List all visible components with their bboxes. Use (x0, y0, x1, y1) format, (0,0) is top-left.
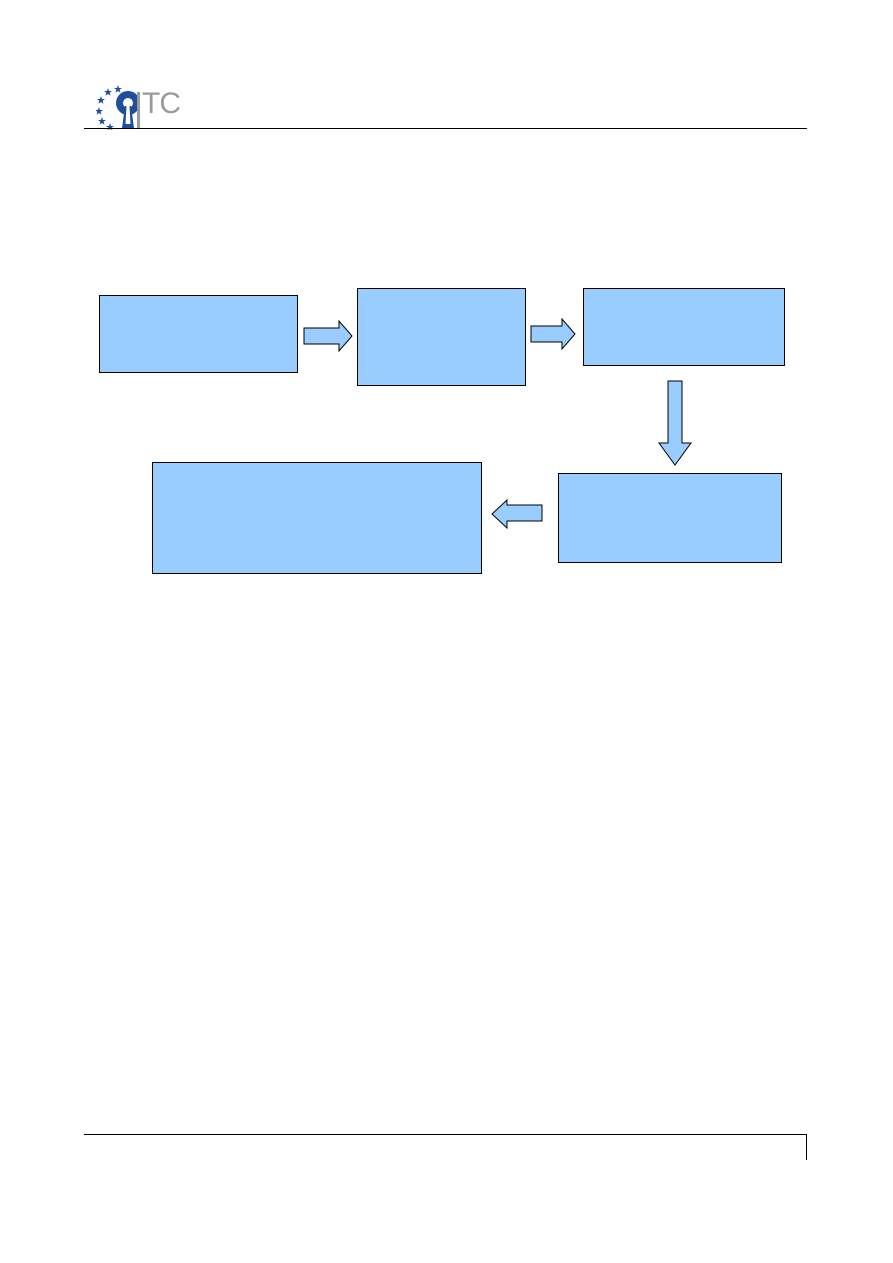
logo-text: TC (142, 87, 181, 120)
arrow-right-icon (530, 318, 576, 350)
arrow-down-icon (658, 380, 692, 466)
logo: TC (95, 84, 192, 130)
flow-box-2 (357, 288, 526, 386)
footer-rule (84, 1134, 807, 1135)
keyhole-stars-logo-icon (95, 85, 140, 130)
flow-box-4 (558, 473, 782, 563)
header-rule (84, 128, 807, 129)
footer-divider (806, 1134, 807, 1160)
flow-box-1 (99, 295, 298, 373)
arrow-right-icon (303, 320, 353, 352)
flow-box-5 (152, 462, 482, 574)
flow-box-3 (583, 288, 785, 366)
arrow-left-icon (491, 499, 543, 529)
